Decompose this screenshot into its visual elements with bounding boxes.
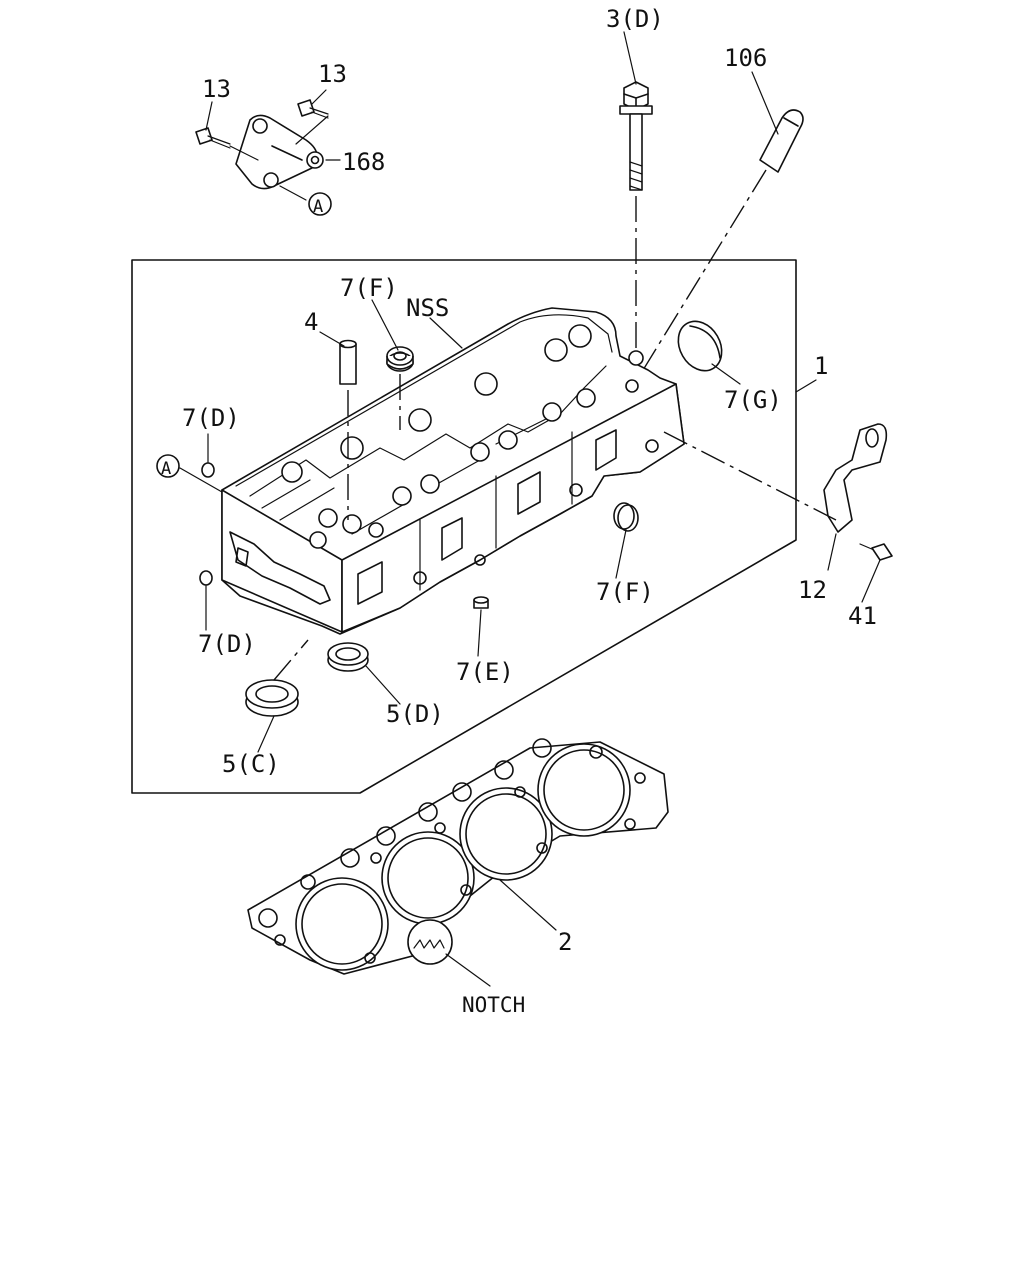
bolt-13-left [195,127,259,161]
seal-5d [327,642,369,672]
label-7e: 7(E) [456,658,514,686]
bolt-3d [619,81,653,362]
label-168: 168 [342,148,385,176]
label-1: 1 [814,352,828,380]
label-7g: 7(G) [724,386,782,414]
plug-7e [473,596,489,609]
seal-7f-right [613,502,639,532]
bolt-41 [859,543,893,561]
bracket-168 [235,114,324,190]
label-7d-bottom: 7(D) [198,630,256,658]
label-5d: 5(D) [386,700,444,728]
assembly-frame [131,259,797,794]
leader-lines [179,31,881,987]
plug-7d-top [201,462,215,478]
label-41: 41 [848,602,877,630]
plug-7d-bottom [199,570,213,586]
label-12: 12 [798,576,827,604]
cylinder-head [221,307,685,635]
label-7d-top: 7(D) [182,404,240,432]
seal-5c [245,639,309,717]
label-13-right: 13 [318,60,347,88]
label-2: 2 [558,928,572,956]
label-5c: 5(C) [222,750,280,778]
callout-a-circle-top [308,192,332,216]
valve-guide-4 [339,339,357,520]
seal-7f-top [386,346,414,430]
label-nss: NSS [406,294,449,322]
label-106: 106 [724,44,767,72]
label-a-left: A [161,459,171,479]
cap-7g [677,320,723,372]
dowel-106 [631,109,804,389]
head-gasket-2 [247,738,669,975]
bolt-13-right [295,99,329,145]
label-notch: NOTCH [462,993,525,1017]
callout-a-circle-left [156,454,180,478]
label-a-top: A [313,197,323,217]
label-7f-mid: 7(F) [596,578,654,606]
label-7f-top: 7(F) [340,274,398,302]
label-13-left: 13 [202,75,231,103]
label-3d: 3(D) [606,5,664,33]
bracket-12 [663,423,888,533]
label-4: 4 [304,308,318,336]
